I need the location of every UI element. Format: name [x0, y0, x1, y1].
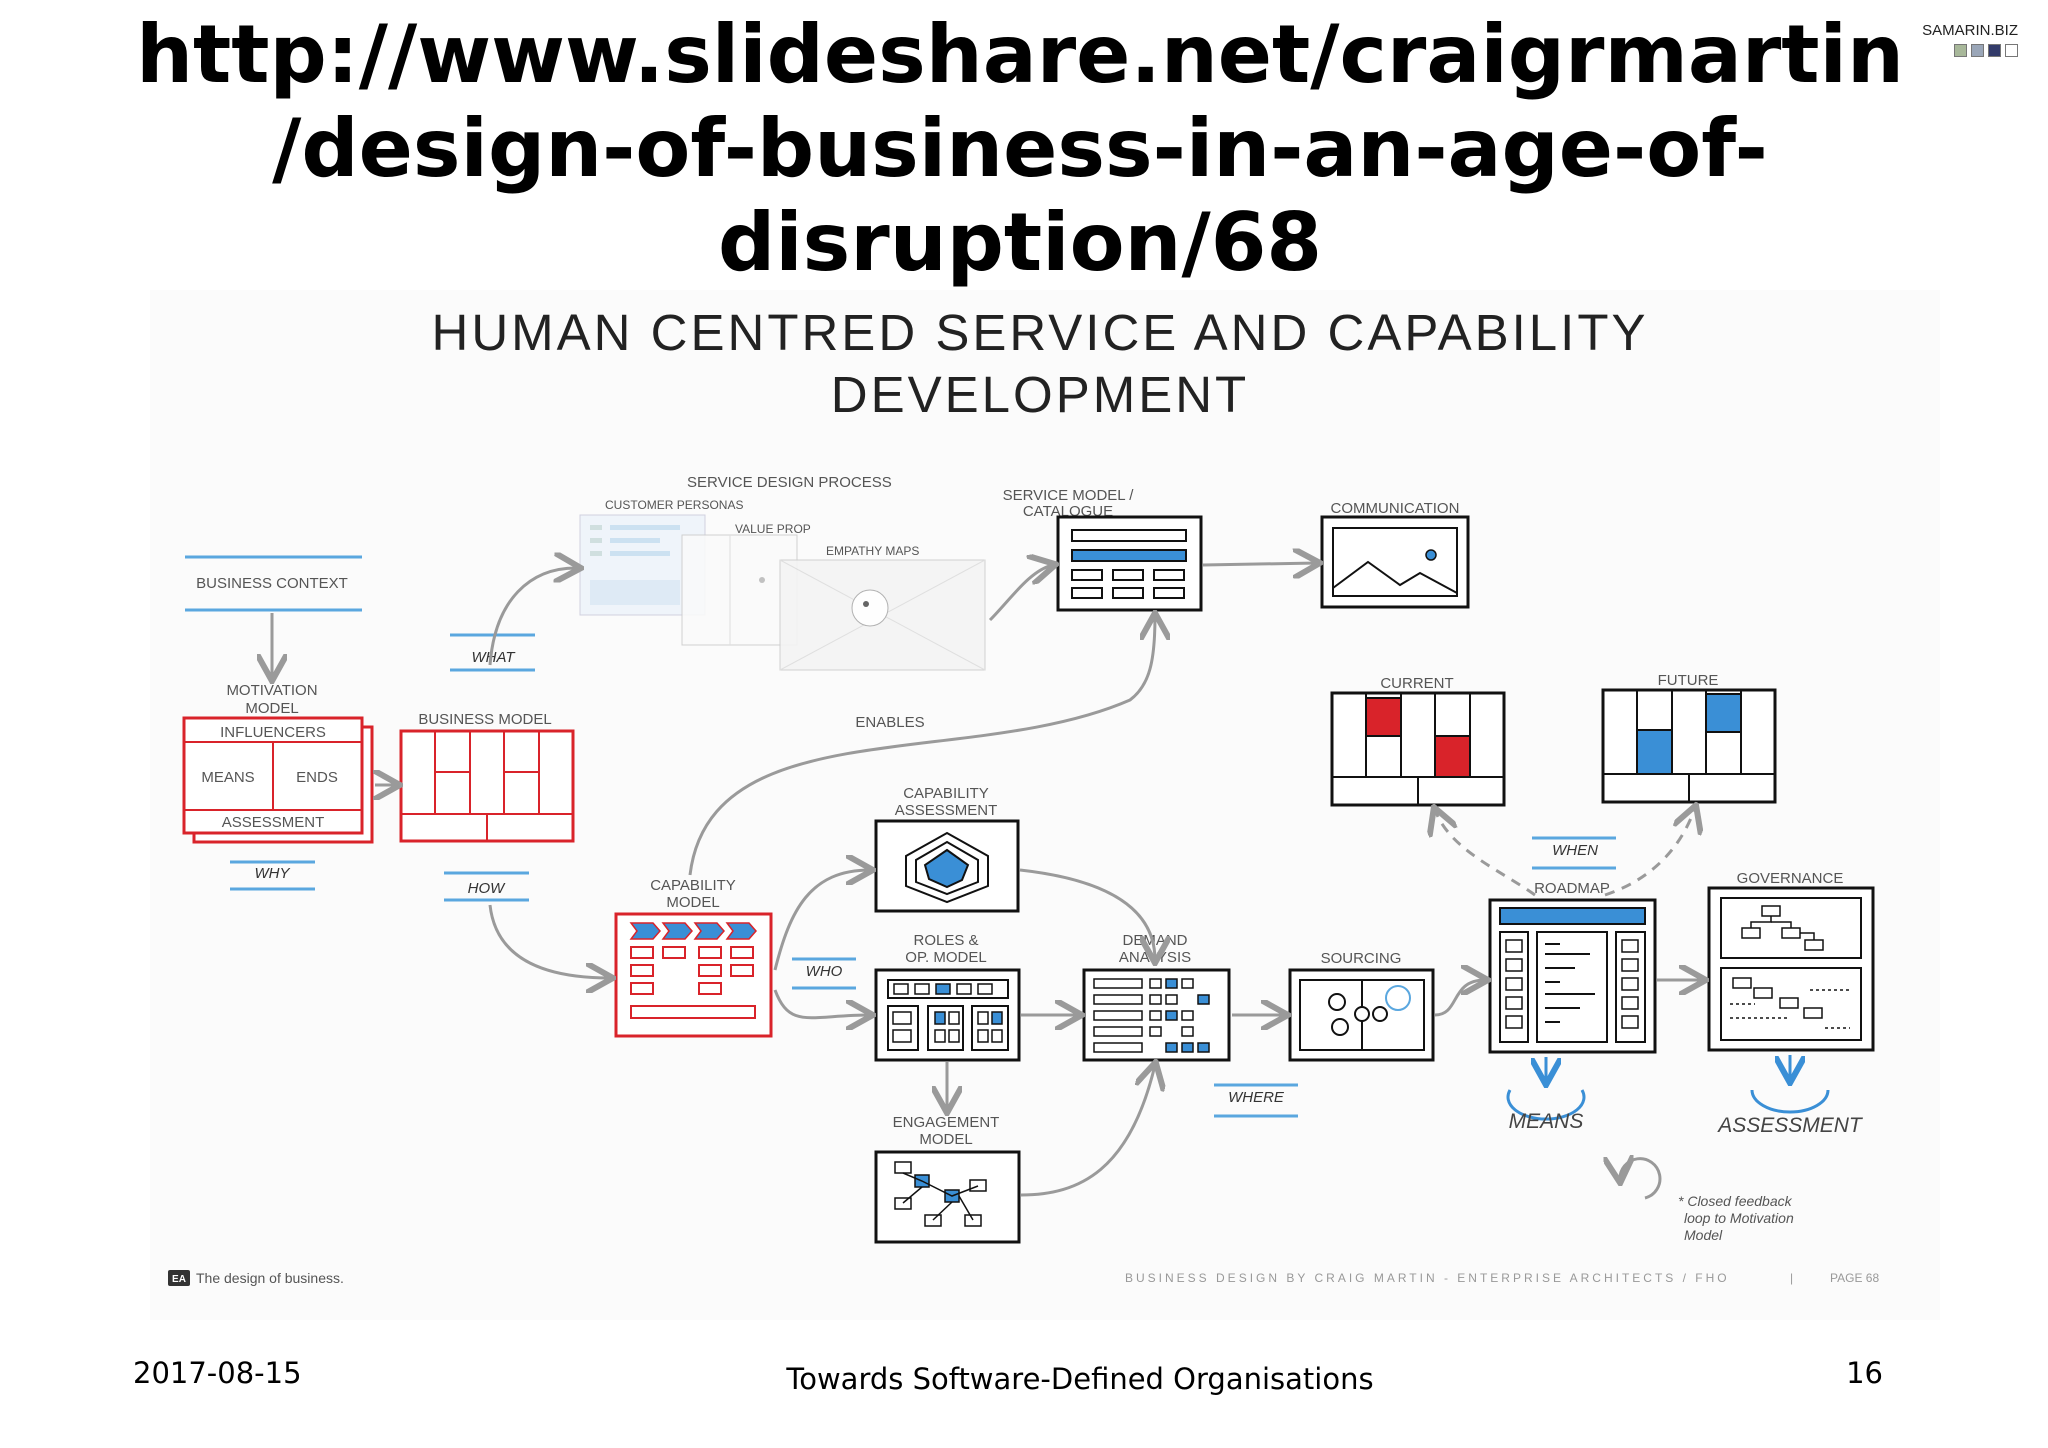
ea-badge: EA: [172, 1274, 186, 1285]
how-label: HOW: [468, 880, 507, 897]
empathy-maps-thumbnail: [779, 559, 986, 671]
roles-label-1: ROLES &: [913, 932, 978, 949]
footer-date: 2017-08-15: [133, 1356, 302, 1390]
current-state-grid: [1330, 691, 1506, 807]
ends-label: ENDS: [296, 769, 338, 786]
slide-page-number: PAGE 68: [1830, 1271, 1879, 1285]
service-model-icon: [1056, 515, 1203, 612]
roles-label-2: OP. MODEL: [905, 949, 986, 966]
communication-label: COMMUNICATION: [1331, 500, 1460, 517]
url-line-3: disruption/68: [717, 196, 1323, 289]
business-context-label: BUSINESS CONTEXT: [196, 575, 348, 592]
byline: BUSINESS DESIGN BY CRAIG MARTIN - ENTERP…: [1125, 1271, 1730, 1285]
what-label: WHAT: [471, 649, 516, 666]
empathy-maps-label: EMPATHY MAPS: [826, 544, 919, 558]
business-model-label: BUSINESS MODEL: [418, 711, 551, 728]
assessment-output-label: ASSESSMENT: [1716, 1114, 1864, 1137]
service-model-label-1: SERVICE MODEL /: [1003, 487, 1135, 504]
footer-title: Towards Software-Defined Organisations: [786, 1362, 1374, 1396]
assessment-small-label: ASSESSMENT: [222, 814, 325, 831]
value-prop-thumbnail: [681, 534, 798, 646]
sourcing-label: SOURCING: [1321, 950, 1402, 967]
capability-model-box: [614, 912, 773, 1038]
governance-icon: [1707, 886, 1875, 1052]
url-line-1: http://www.slideshare.net/craigrmartin: [136, 8, 1904, 101]
future-label: FUTURE: [1658, 672, 1719, 689]
feedback-note-3: Model: [1684, 1227, 1723, 1243]
capability-model-label-2: MODEL: [666, 894, 719, 911]
feedback-loop-icon: [1620, 1159, 1662, 1200]
feedback-note-2: loop to Motivation: [1684, 1210, 1794, 1226]
diagram-heading-1: HUMAN CENTRED SERVICE AND CAPABILITY: [431, 304, 1648, 361]
motivation-model-box: [182, 716, 374, 844]
engagement-model-label-2: MODEL: [919, 1131, 972, 1148]
enables-label: ENABLES: [855, 714, 924, 731]
diagram-panel: HUMAN CENTRED SERVICE AND CAPABILITY DEV…: [150, 290, 1940, 1320]
url-line-2: /design-of-business-in-an-age-of-: [272, 102, 1768, 195]
engagement-network-icon: [874, 1150, 1021, 1244]
capability-assessment-label-1: CAPABILITY: [903, 785, 989, 802]
engagement-model-label-1: ENGAGEMENT: [893, 1114, 1000, 1131]
motivation-model-label-1: MOTIVATION: [226, 682, 317, 699]
influencers-label: INFLUENCERS: [220, 724, 326, 741]
brand-squares-icon: [1954, 44, 2018, 57]
future-state-grid: [1601, 688, 1777, 804]
byline-separator: |: [1790, 1271, 1793, 1285]
motivation-model-label-2: MODEL: [245, 700, 298, 717]
why-label: WHY: [255, 865, 291, 882]
when-label: WHEN: [1552, 842, 1598, 859]
roadmap-icon: [1488, 898, 1657, 1054]
feedback-note-1: * Closed feedback: [1678, 1193, 1793, 1209]
customer-personas-label: CUSTOMER PERSONAS: [605, 498, 743, 512]
radar-chart-icon: [874, 819, 1020, 913]
capability-model-label-1: CAPABILITY: [650, 877, 736, 894]
ea-tagline: The design of business.: [196, 1270, 344, 1286]
capability-assessment-label-2: ASSESSMENT: [895, 802, 998, 819]
service-capability-diagram: HUMAN CENTRED SERVICE AND CAPABILITY DEV…: [168, 304, 1879, 1286]
slide-title: http://www.slideshare.net/craigrmartin /…: [60, 8, 1980, 290]
means-small-label: MEANS: [201, 769, 254, 786]
value-prop-label: VALUE PROP: [735, 522, 811, 536]
current-label: CURRENT: [1380, 675, 1453, 692]
sourcing-icon: [1288, 968, 1435, 1062]
roadmap-label: ROADMAP: [1534, 880, 1610, 897]
flow-arrows: [272, 563, 1703, 1197]
governance-label: GOVERNANCE: [1737, 870, 1844, 887]
demand-analysis-icon: [1082, 968, 1231, 1062]
where-label: WHERE: [1228, 1089, 1285, 1106]
service-design-process-label: SERVICE DESIGN PROCESS: [687, 474, 892, 491]
diagram-heading-2: DEVELOPMENT: [831, 366, 1249, 423]
roles-op-model-icon: [874, 968, 1021, 1062]
means-output-label: MEANS: [1509, 1110, 1584, 1133]
who-label: WHO: [806, 963, 843, 980]
brand-label: SAMARIN.BIZ: [1922, 22, 2018, 39]
footer-page-number: 16: [1846, 1356, 1883, 1390]
communication-image-icon: [1320, 515, 1470, 609]
business-model-canvas: [399, 729, 575, 843]
